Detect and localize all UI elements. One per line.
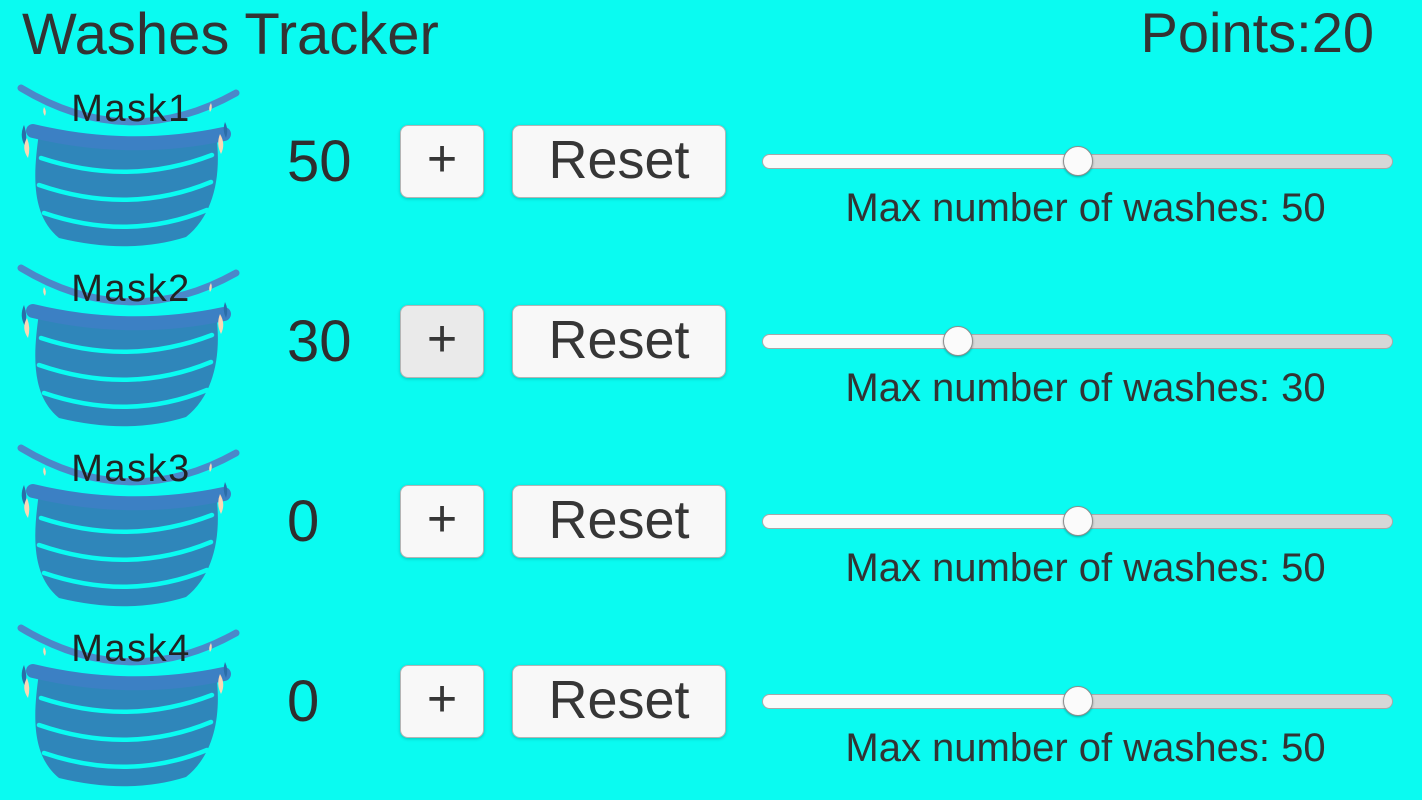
mask-name-label: Mask3 <box>71 448 191 490</box>
reset-button[interactable]: Reset <box>512 125 726 198</box>
max-washes-label: Max number of washes: 50 <box>845 726 1326 770</box>
max-washes-label: Max number of washes: 30 <box>845 366 1326 410</box>
max-washes-label: Max number of washes: 50 <box>845 546 1326 590</box>
increment-button[interactable]: + <box>400 485 484 558</box>
page-title: Washes Tracker <box>22 2 439 67</box>
max-washes-label: Max number of washes: 50 <box>845 186 1326 230</box>
mask-row: Mask1 50 + Reset Max number of washes: 5… <box>0 80 1422 260</box>
wash-count: 50 <box>287 128 352 194</box>
max-washes-slider[interactable] <box>762 505 1393 537</box>
mask-row: Mask2 30 + Reset Max number of washes: 3… <box>0 260 1422 440</box>
max-washes-slider[interactable] <box>762 325 1393 357</box>
increment-button[interactable]: + <box>400 665 484 738</box>
reset-button[interactable]: Reset <box>512 485 726 558</box>
points-display: Points:20 <box>1141 2 1375 64</box>
mask-name-label: Mask4 <box>71 628 191 670</box>
mask-name-label: Mask2 <box>71 268 191 310</box>
mask-name-label: Mask1 <box>71 88 191 130</box>
face-mask-icon: Mask1 <box>14 80 248 250</box>
points-label: Points: <box>1140 1 1312 64</box>
mask-row: Mask4 0 + Reset Max number of washes: 50 <box>0 620 1422 800</box>
mask-row: Mask3 0 + Reset Max number of washes: 50 <box>0 440 1422 620</box>
increment-button[interactable]: + <box>400 305 484 378</box>
face-mask-icon: Mask4 <box>14 620 248 790</box>
points-value: 20 <box>1311 1 1374 64</box>
wash-count: 0 <box>287 668 320 734</box>
reset-button[interactable]: Reset <box>512 665 726 738</box>
wash-count: 30 <box>287 308 352 374</box>
reset-button[interactable]: Reset <box>512 305 726 378</box>
increment-button[interactable]: + <box>400 125 484 198</box>
wash-count: 0 <box>287 488 320 554</box>
face-mask-icon: Mask2 <box>14 260 248 430</box>
max-washes-slider[interactable] <box>762 685 1393 717</box>
max-washes-slider[interactable] <box>762 145 1393 177</box>
face-mask-icon: Mask3 <box>14 440 248 610</box>
